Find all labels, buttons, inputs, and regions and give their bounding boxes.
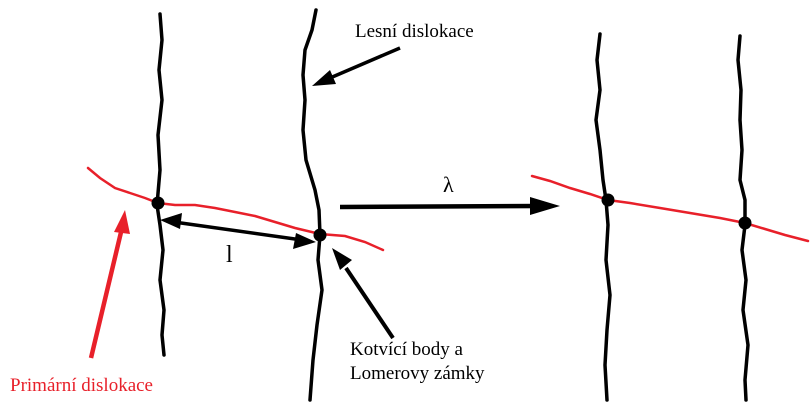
length-arrow-head-left	[160, 213, 182, 229]
anchor-point	[151, 196, 165, 210]
lambda-arrow-shaft	[339, 203, 541, 210]
forest-dislocation-1	[155, 12, 166, 357]
lambda-arrow-head	[530, 197, 560, 215]
lambda-label: λ	[443, 172, 454, 197]
primary-pointer-shaft	[88, 227, 125, 359]
anchor-point	[313, 228, 327, 242]
forest-dislocation-4	[736, 34, 750, 402]
anchor-label-line2: Lomerovy zámky	[350, 363, 485, 384]
forest-pointer-shaft	[329, 46, 401, 80]
primary-dislocation-label: Primární dislokace	[10, 375, 153, 396]
anchor-pointer-shaft	[344, 266, 395, 340]
primary-pointer-head	[114, 210, 130, 234]
length-arrow-head-right	[293, 233, 316, 249]
length-label: l	[226, 242, 233, 268]
anchor-pointer-head	[332, 248, 352, 270]
forest-dislocation-3	[594, 32, 612, 402]
anchor-point	[601, 193, 615, 207]
forest-dislocation-2	[301, 8, 324, 402]
anchor-point	[738, 216, 752, 230]
length-arrow-shaft	[173, 220, 303, 242]
forest-dislocation-label: Lesní dislokace	[355, 21, 474, 42]
anchor-label-line1: Kotvící body a	[350, 339, 463, 360]
forest-pointer-head	[312, 70, 336, 86]
primary-dislocation-right	[530, 174, 810, 243]
primary-dislocation-left	[86, 166, 385, 252]
